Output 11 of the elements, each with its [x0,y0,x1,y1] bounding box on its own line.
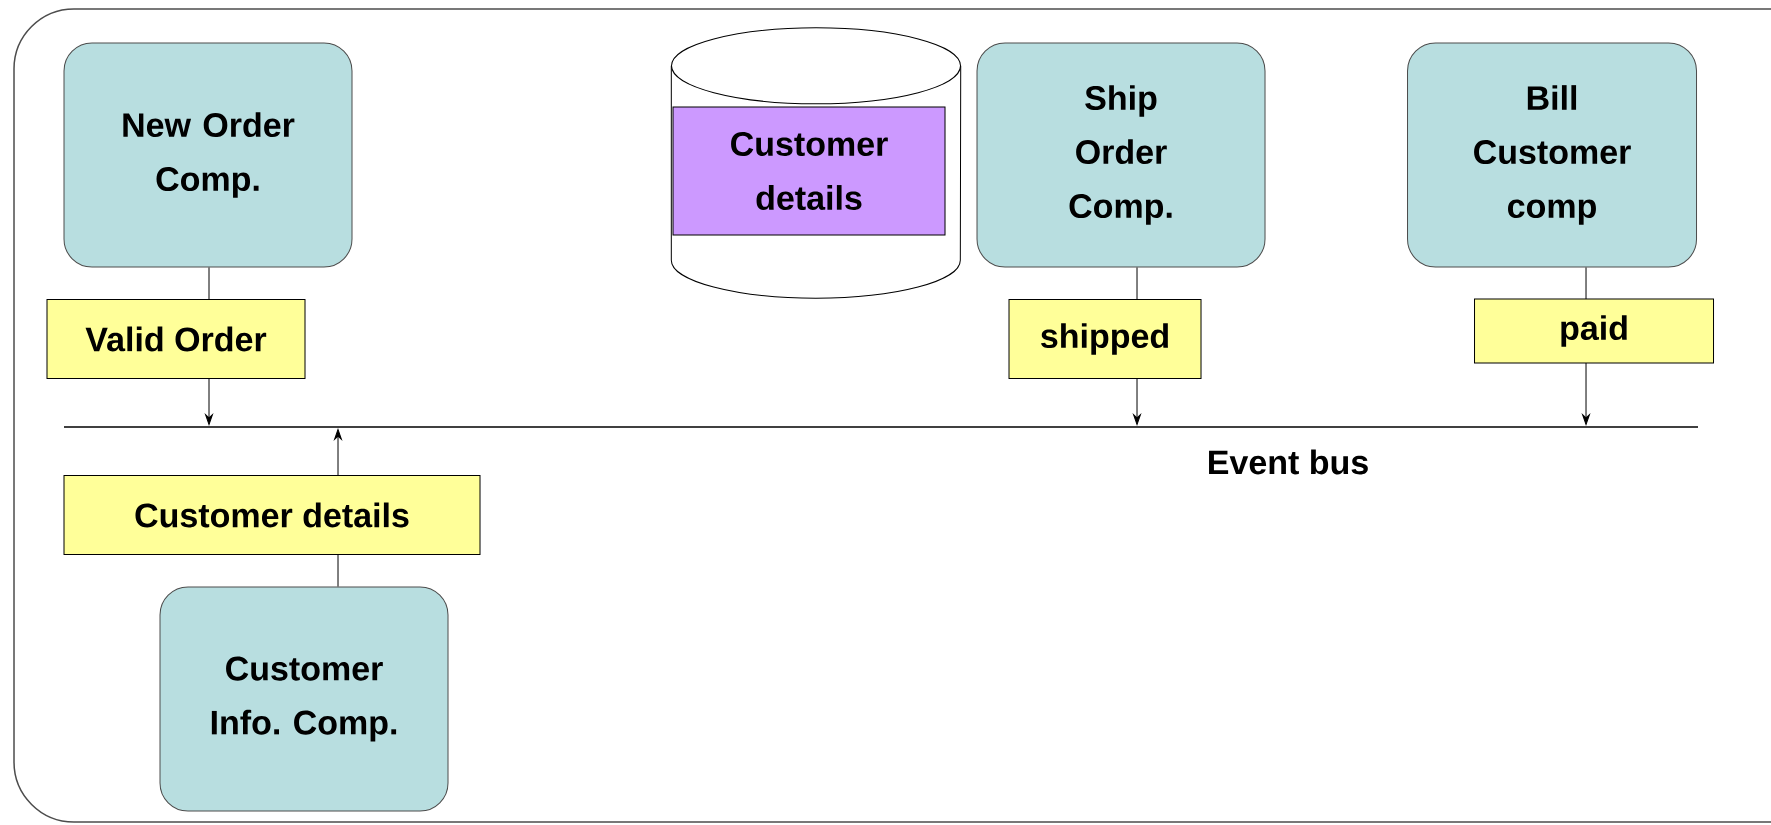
database-cylinder [670,27,962,299]
component-box: Ship Order Comp. [976,42,1266,268]
component-box: New Order Comp. [63,42,353,268]
component-box: Customer Info. Comp. [159,586,449,812]
component-box: Bill Customer comp [1407,42,1697,268]
edge-label: shipped [1008,299,1202,379]
data-box: Customer details [672,106,946,236]
event-bus-line: Event bus [64,426,1698,475]
edge-label: paid [1474,298,1714,364]
edge-label: Customer details [63,475,481,555]
edge-label: Valid Order [46,299,306,379]
